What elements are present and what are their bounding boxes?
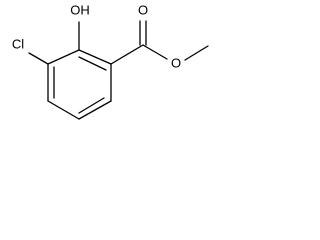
ring-bond — [47, 100, 80, 120]
chemical-structure-diagram: OH Cl O O — [12, 2, 209, 120]
ring-bond — [47, 49, 80, 65]
hydroxyl-label: OH — [70, 2, 90, 17]
carbonyl-oxygen-label: O — [138, 2, 148, 17]
c-cl-bond — [28, 52, 49, 65]
ring-carbonyl-bond — [110, 44, 144, 65]
ring-double-bond-inner — [78, 97, 105, 114]
benzene-ring — [47, 49, 112, 120]
carbonyl-ester-oxygen-bond — [142, 44, 168, 60]
ester-oxygen-label: O — [171, 55, 181, 70]
ring-bond — [78, 49, 112, 65]
ring-double-bond-inner — [78, 56, 107, 71]
oxygen-methyl-bond — [184, 45, 209, 61]
ring-bond — [78, 100, 112, 120]
chlorine-label: Cl — [12, 36, 24, 51]
